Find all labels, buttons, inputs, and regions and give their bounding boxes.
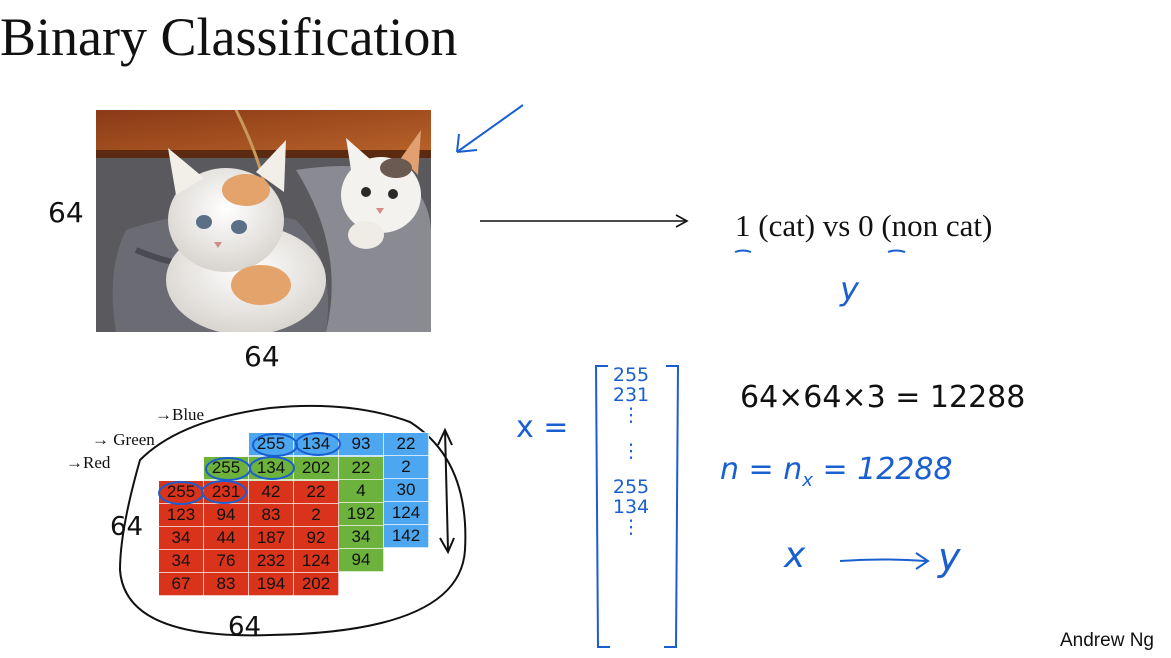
slide-title: Binary Classification bbox=[0, 7, 458, 67]
vector-x-label: x = bbox=[516, 410, 569, 445]
blue-channel-label: →Blue bbox=[155, 405, 205, 424]
grid-cell: 22 bbox=[338, 456, 384, 480]
grid-cell: 94 bbox=[338, 548, 384, 572]
grid-cell: 232 bbox=[248, 549, 294, 573]
kittens-photo bbox=[96, 110, 431, 332]
label-noncat-text: (non cat) bbox=[881, 208, 993, 243]
label-y: y bbox=[840, 270, 859, 308]
grid-cell: 83 bbox=[203, 572, 249, 596]
image-height-label: 64 bbox=[48, 196, 84, 229]
grid-cell: 92 bbox=[293, 526, 339, 550]
grid-cell: 2 bbox=[293, 503, 339, 527]
vector-value: ⋮ bbox=[621, 516, 641, 538]
grid-cell: 34 bbox=[158, 549, 204, 573]
grid-cell: 42 bbox=[248, 480, 294, 504]
kittens-image bbox=[96, 110, 431, 332]
grid-cell: 187 bbox=[248, 526, 294, 550]
grid-cell: 76 bbox=[203, 549, 249, 573]
red-channel-label: →Red bbox=[66, 453, 111, 472]
grid-cell: 94 bbox=[203, 503, 249, 527]
vector-value: ⋮ bbox=[621, 404, 641, 426]
grid-cell: 202 bbox=[293, 572, 339, 596]
grid-width-label: 64 bbox=[228, 612, 262, 642]
grid-cell: 34 bbox=[338, 525, 384, 549]
pointer-arrow-icon bbox=[456, 104, 524, 153]
grid-cell: 255 bbox=[248, 432, 294, 456]
green-channel-label: → Green bbox=[92, 430, 155, 449]
vector-value: 134 bbox=[612, 496, 650, 518]
x-to-y-arrow-icon bbox=[839, 552, 930, 570]
vector-value: 255 bbox=[612, 476, 650, 498]
image-width-label: 64 bbox=[244, 340, 280, 373]
vector-value: 231 bbox=[612, 384, 650, 406]
label-cat-text: (cat) vs bbox=[758, 208, 851, 243]
grid-height-label: 64 bbox=[110, 512, 144, 542]
grid-cell: 4 bbox=[338, 479, 384, 503]
y-symbol: y bbox=[938, 535, 961, 579]
author-credit: Andrew Ng bbox=[1060, 630, 1154, 651]
vector-value: 255 bbox=[612, 364, 650, 386]
mapping-arrow-icon bbox=[480, 214, 689, 228]
grid-cell: 30 bbox=[383, 478, 429, 502]
grid-cell: 67 bbox=[158, 572, 204, 596]
channels-enclosure bbox=[118, 404, 467, 637]
grid-cell: 123 bbox=[158, 503, 204, 527]
grid-cell: 83 bbox=[248, 503, 294, 527]
grid-cell: 22 bbox=[383, 432, 429, 456]
dims-equation: 64×64×3 = 12288 bbox=[740, 380, 1026, 415]
grid-cell: 2 bbox=[383, 455, 429, 479]
grid-cell: 124 bbox=[383, 501, 429, 525]
x-symbol: x bbox=[784, 535, 806, 576]
underline-marks bbox=[734, 249, 906, 253]
circle-annotations bbox=[158, 432, 341, 505]
grid-cell: 124 bbox=[293, 549, 339, 573]
grid-cell: 142 bbox=[383, 524, 429, 548]
grid-cell: 44 bbox=[203, 526, 249, 550]
vector-value: ⋮ bbox=[621, 440, 641, 462]
grid-cell: 194 bbox=[248, 572, 294, 596]
vector-values: 255 231 ⋮ ⋮ 255 134 ⋮ bbox=[600, 365, 662, 557]
vector-brackets bbox=[594, 365, 680, 648]
grid-cell: 34 bbox=[158, 526, 204, 550]
grid-cell: 22 bbox=[293, 480, 339, 504]
grid-cell: 192 bbox=[338, 502, 384, 526]
label-one: 1 bbox=[735, 208, 751, 243]
label-line: 1 (cat) vs 0 (non cat) bbox=[735, 208, 992, 244]
label-zero: 0 bbox=[858, 208, 874, 243]
n-equation: n = nx = 12288 bbox=[720, 452, 953, 491]
